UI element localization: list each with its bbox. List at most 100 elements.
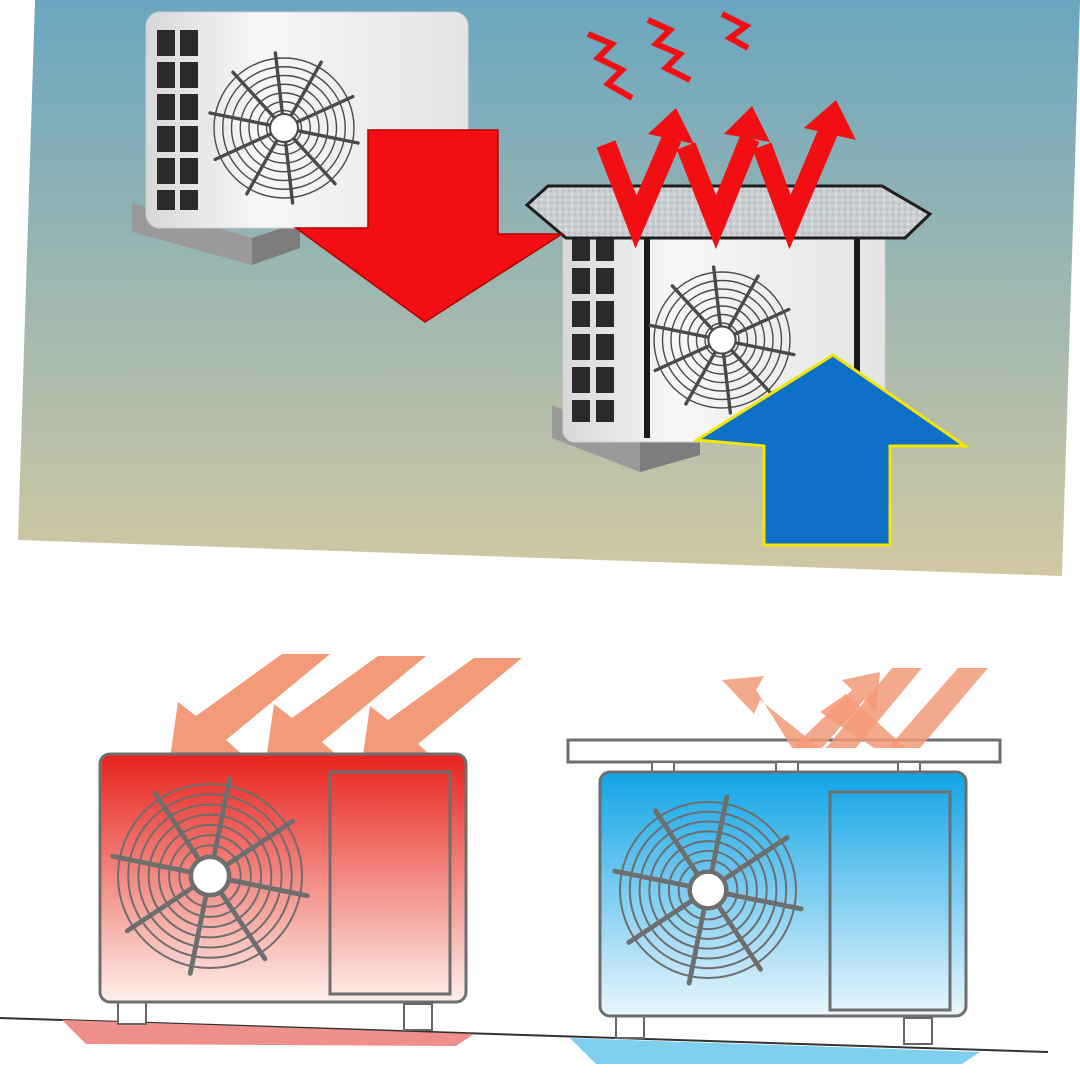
fan-ring (248, 92, 320, 164)
fan-ring (678, 296, 766, 384)
blue-cool-air-arrow-up (692, 353, 970, 547)
fan-spoke (273, 51, 284, 115)
arrow-head (804, 100, 856, 140)
fan-spoke (612, 868, 692, 889)
deflected-ray (722, 676, 820, 748)
bottom-panel (0, 654, 1049, 1064)
unit-foot (903, 1017, 933, 1045)
fan-spoke (187, 893, 209, 976)
fan-ring (222, 66, 346, 190)
fan-spoke (716, 903, 763, 972)
fan-spoke (211, 776, 233, 859)
fan-spoke (730, 349, 774, 396)
cover-board (566, 738, 1002, 764)
fan-ring (137, 803, 283, 949)
side-panel (828, 790, 952, 1012)
fan-ring (619, 801, 797, 979)
fan-ring (188, 854, 232, 898)
fan-spoke (724, 891, 804, 912)
fan-hub (688, 870, 728, 910)
fan-spoke (653, 808, 700, 877)
fan-ring (157, 823, 263, 929)
fan-ring (628, 810, 788, 970)
fan-ring (117, 783, 303, 969)
fan-hub (707, 325, 737, 355)
fan-ring (704, 322, 740, 358)
fan-ring (648, 830, 768, 950)
fan-spoke (289, 60, 323, 117)
fan-spoke (218, 890, 268, 962)
fan-ring (265, 109, 303, 147)
fan-spoke (648, 323, 710, 339)
fan-ring (239, 83, 329, 173)
fan-ring (653, 271, 791, 409)
fan-spoke (684, 351, 717, 406)
fan-ring (687, 305, 757, 375)
fan-grille (648, 265, 796, 415)
fan-spoke (727, 274, 760, 329)
fan-ring (168, 834, 252, 918)
fan-spoke (208, 111, 271, 127)
deflected-ray (888, 668, 988, 748)
arrow-head (648, 108, 694, 144)
fan-spoke (709, 794, 730, 874)
fan-spoke (224, 818, 296, 868)
side-panel (328, 770, 452, 996)
fan-spoke (110, 853, 193, 875)
fan-ring (695, 313, 749, 367)
hot-shadow (62, 1020, 474, 1046)
fan-spoke (734, 341, 796, 357)
fan-hub (190, 856, 230, 896)
fan-grille (612, 794, 804, 986)
fan-spoke (245, 139, 279, 196)
ground-line (0, 1017, 1049, 1053)
fan-grille (110, 776, 310, 976)
fan-ring (257, 101, 311, 155)
fan-ring (670, 288, 774, 392)
fan-ring (658, 840, 758, 940)
sun-ray-arrows (170, 654, 522, 762)
deflected-ray (792, 672, 880, 748)
fan-ring (147, 813, 273, 939)
fan-spoke (292, 137, 337, 186)
fan-spoke (296, 94, 355, 124)
sun-ray-arrow (170, 654, 330, 758)
fan-spoke (297, 129, 360, 145)
fan-spoke (227, 877, 310, 899)
fan-ring (667, 849, 749, 931)
sun-ray-arrow (362, 658, 522, 762)
fan-spoke (721, 835, 790, 882)
fan-ring (661, 279, 783, 401)
fan-spoke (711, 265, 722, 327)
fan-ring (213, 57, 355, 199)
red-heat-arrow-down (293, 129, 565, 323)
fan-spoke (284, 141, 295, 205)
fan-spoke (152, 790, 202, 862)
side-grille (572, 235, 614, 422)
fan-spoke (231, 70, 276, 119)
red-squiggle-heat-lines (586, 11, 752, 101)
fan-ring (638, 820, 778, 960)
fan-ring (127, 793, 293, 959)
fan-spoke (626, 898, 695, 945)
fan-ring (687, 869, 729, 911)
deflected-ray-arrows (722, 668, 988, 748)
fan-hub (268, 112, 300, 144)
fan-ring (230, 74, 338, 182)
fan-spoke (653, 344, 711, 373)
side-grille (157, 30, 198, 210)
sun-ray-arrow (266, 656, 426, 760)
unit-body (98, 752, 468, 1004)
fan-spoke (733, 307, 791, 336)
fan-grille (208, 51, 360, 205)
fan-spoke (686, 906, 707, 986)
top-panel (18, 0, 1080, 576)
fan-spoke (722, 353, 733, 415)
arrow-head (724, 106, 770, 142)
red-zigzag-arrows-up (596, 100, 856, 250)
fan-spoke (213, 132, 272, 162)
cool-ac-unit-blue (598, 770, 968, 1045)
fan-spoke (670, 284, 714, 331)
